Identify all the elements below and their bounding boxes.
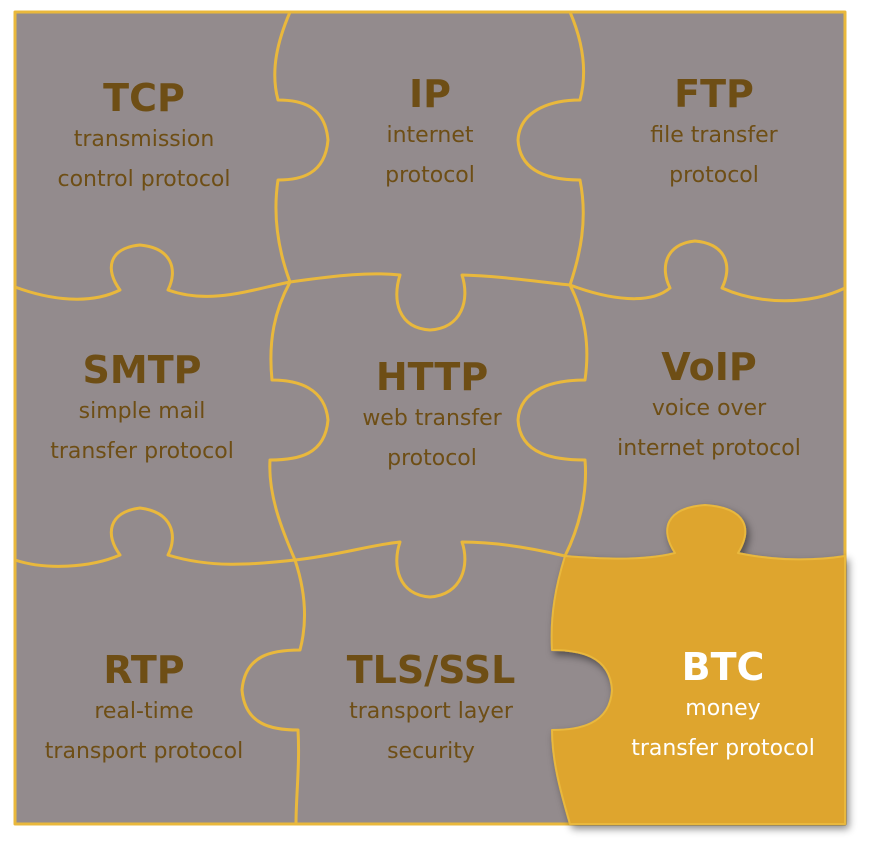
piece-ip-line1: internet bbox=[386, 123, 474, 148]
piece-http-abbr: HTTP bbox=[375, 355, 489, 399]
piece-smtp-abbr: SMTP bbox=[82, 348, 202, 392]
piece-tls-line1: transport layer bbox=[349, 699, 513, 724]
piece-ip: IP internet protocol bbox=[314, 72, 546, 196]
piece-rtp-abbr: RTP bbox=[103, 648, 185, 692]
piece-smtp: SMTP simple mail transfer protocol bbox=[22, 348, 262, 472]
piece-ftp-line2: protocol bbox=[669, 163, 759, 188]
piece-ftp: FTP file transfer protocol bbox=[598, 72, 830, 196]
puzzle-border bbox=[13, 10, 847, 826]
piece-smtp-line2: transfer protocol bbox=[50, 439, 234, 464]
piece-rtp: RTP real-time transport protocol bbox=[24, 648, 264, 772]
piece-http-line2: protocol bbox=[387, 446, 477, 471]
piece-rtp-line1: real-time bbox=[94, 699, 194, 724]
piece-tcp-line1: transmission bbox=[73, 127, 215, 152]
seam-col-2 bbox=[516, 10, 589, 558]
piece-ip-line2: protocol bbox=[385, 163, 475, 188]
piece-tls: TLS/SSL transport layer security bbox=[310, 648, 552, 772]
piece-btc-abbr: BTC bbox=[681, 645, 765, 689]
piece-http-line1: web transfer bbox=[362, 406, 502, 431]
btc-piece bbox=[550, 504, 846, 825]
piece-smtp-line1: simple mail bbox=[78, 399, 206, 424]
piece-tcp-line2: control protocol bbox=[57, 167, 231, 192]
piece-ftp-line1: file transfer bbox=[650, 123, 778, 148]
piece-voip-line1: voice over bbox=[651, 396, 767, 421]
piece-tcp: TCP transmission control protocol bbox=[28, 76, 260, 200]
piece-btc: BTC money transfer protocol bbox=[598, 645, 848, 769]
piece-tls-line2: security bbox=[387, 739, 475, 764]
piece-tls-abbr: TLS/SSL bbox=[346, 648, 516, 692]
piece-tcp-abbr: TCP bbox=[103, 76, 185, 120]
piece-btc-line1: money bbox=[685, 696, 761, 721]
piece-btc-line2: transfer protocol bbox=[631, 736, 815, 761]
piece-ip-abbr: IP bbox=[409, 72, 451, 116]
seam-col-1 bbox=[240, 10, 330, 826]
seam-row-1 bbox=[13, 239, 847, 332]
piece-ftp-abbr: FTP bbox=[674, 72, 754, 116]
piece-http: HTTP web transfer protocol bbox=[316, 355, 548, 479]
piece-outlines bbox=[13, 10, 847, 826]
piece-voip: VoIP voice over internet protocol bbox=[588, 345, 830, 469]
piece-rtp-line2: transport protocol bbox=[44, 739, 244, 764]
piece-voip-abbr: VoIP bbox=[661, 345, 757, 389]
piece-voip-line2: internet protocol bbox=[617, 436, 801, 461]
